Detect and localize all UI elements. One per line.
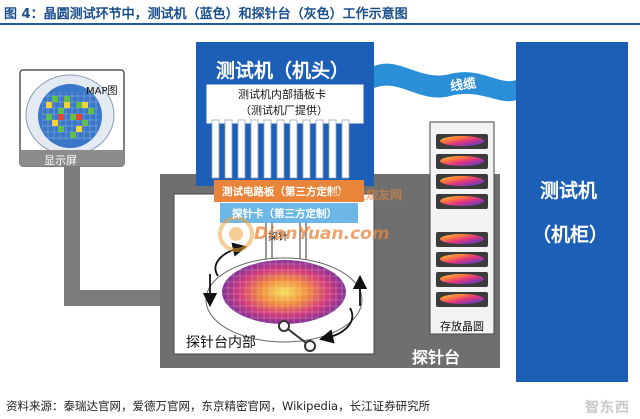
display-cable xyxy=(64,166,160,306)
interface-board-label-1: 测试机内部插板卡 xyxy=(238,88,326,101)
prober-label: 探针台 xyxy=(412,348,461,367)
watermark-logo xyxy=(218,216,254,252)
probe-card xyxy=(220,203,358,223)
display-label: 显示屏 xyxy=(44,154,77,167)
tester-cabinet xyxy=(516,42,628,382)
tester-head-label: 测试机（机头） xyxy=(216,60,350,82)
cable-label: 线缆 xyxy=(449,76,478,95)
source-note: 资料来源：泰瑞达官网，爱德万官网，东京精密官网，Wikipedia，长江证券研究… xyxy=(6,399,431,413)
interface-board-label-2: （测试机厂提供） xyxy=(240,104,328,117)
load-board xyxy=(214,180,364,202)
prober-inner-label: 探针台内部 xyxy=(186,335,256,351)
map-label: MAP图 xyxy=(86,86,118,97)
load-board-label: 测试电路板（第三方定制） xyxy=(222,186,348,198)
probe-card-label: 探针卡（第三方定制） xyxy=(232,208,337,220)
chuck-arm xyxy=(278,320,316,352)
title-divider xyxy=(0,23,640,25)
interface-board xyxy=(205,83,365,125)
tester-cabinet-label-2: （机柜） xyxy=(532,224,609,246)
watermark-site-cn: 电子发烧友网 xyxy=(330,188,403,202)
display-label-bar xyxy=(20,150,124,166)
probe-needle-label: 探针 xyxy=(268,232,288,243)
watermark-site-en: DianYuan.com xyxy=(254,224,390,244)
stored-wafers xyxy=(436,134,488,307)
wafer-icon xyxy=(205,257,363,343)
pogo-pins xyxy=(211,119,350,179)
tester-cabinet-label-1: 测试机 xyxy=(540,180,598,202)
cable-icon xyxy=(374,63,516,102)
wafer-storage-label: 存放晶圆 xyxy=(440,320,484,333)
figure-title: 图 4：晶圆测试环节中，测试机（蓝色）和探针台（灰色）工作示意图 xyxy=(4,7,408,22)
watermark-corner: 智东西 xyxy=(585,400,630,416)
display-monitor xyxy=(19,69,125,167)
